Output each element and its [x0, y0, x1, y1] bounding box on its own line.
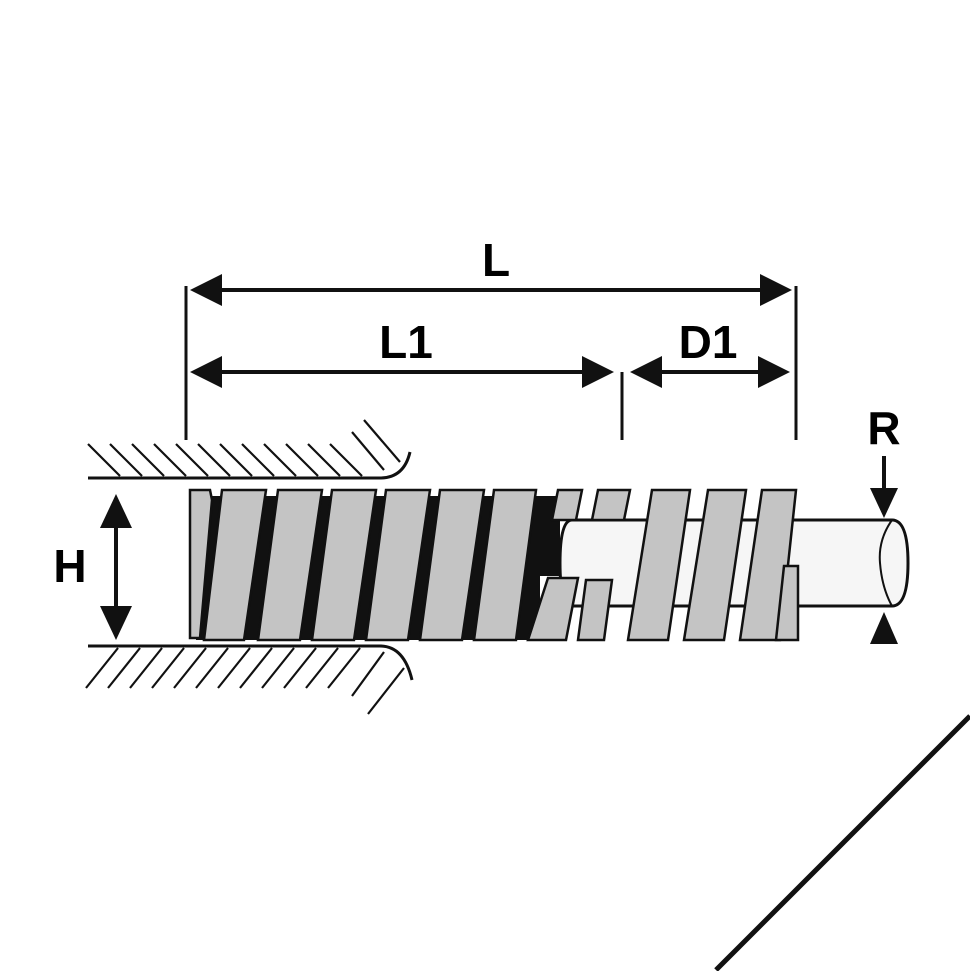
label-L1: L1 — [379, 316, 433, 368]
housing-bottom-hatching — [85, 647, 405, 715]
die-spring — [188, 488, 800, 642]
label-H: H — [53, 540, 86, 592]
housing-top-edge — [88, 451, 412, 480]
housing-bottom-edge — [88, 644, 414, 681]
label-L: L — [482, 234, 510, 286]
label-R: R — [867, 402, 900, 454]
dimension-line-R — [870, 456, 898, 644]
extension-lines — [184, 286, 798, 440]
dimension-line-D1 — [630, 356, 790, 388]
label-D1: D1 — [679, 316, 738, 368]
dimension-line-L — [190, 274, 792, 306]
corner-diagonal-line — [714, 714, 970, 971]
housing-top-hatching — [87, 419, 401, 477]
dimension-line-L1 — [190, 356, 614, 388]
dimension-line-H — [100, 494, 132, 640]
